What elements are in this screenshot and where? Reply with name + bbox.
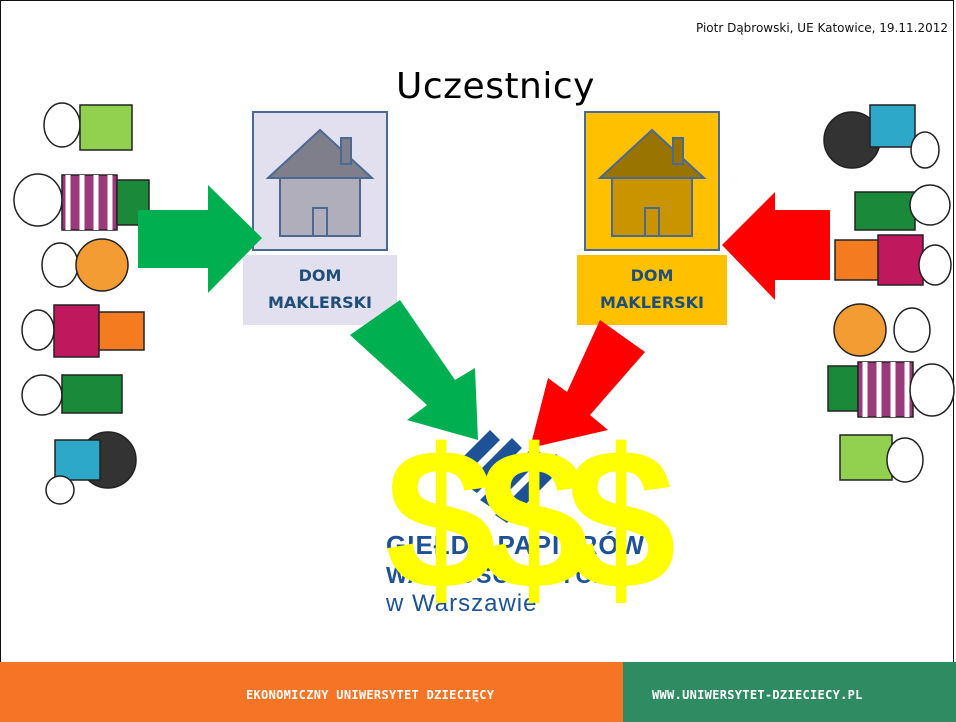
broker-left-house [243,111,397,325]
footer-university-name: EKONOMICZNY UNIWERSYTET DZIECIĘCY [246,688,495,702]
exchange-logo-mark [450,430,566,523]
dollar-sign: $ [565,408,677,631]
broker-right-line1: DOM [630,266,674,285]
broker-left-label: DOM MAKLERSKI [243,262,397,316]
exchange-logo-line3: w Warszawie [386,590,538,617]
dollar-sign: $ [385,408,497,631]
exchange-logo-line1: GIEŁDA PAPIERÓW [386,530,646,560]
dollar-sign: $ [478,408,590,631]
broker-left-line2: MAKLERSKI [267,293,373,312]
exchange-logo-line2: WARTOŚCIOWYCH [386,562,611,588]
broker-right-label: DOM MAKLERSKI [577,262,727,316]
children-left-illustration [13,102,150,505]
green-arrow-to-broker [138,185,262,293]
red-arrow-to-exchange [530,320,645,448]
broker-right-house [577,111,727,325]
footer-website-link[interactable]: WWW.UNIWERSYTET-DZIECIECY.PL [652,688,863,702]
broker-right-line2: MAKLERSKI [599,293,705,312]
broker-left-line1: DOM [298,266,342,285]
footer-left-band [0,662,623,722]
green-arrow-to-exchange [350,300,478,440]
children-right-illustration [823,104,955,483]
slide-title: Uczestnicy [396,66,595,107]
red-arrow-to-broker [722,192,830,300]
header-credit: Piotr Dąbrowski, UE Katowice, 19.11.2012 [695,21,948,35]
footer-right-band [623,662,956,722]
